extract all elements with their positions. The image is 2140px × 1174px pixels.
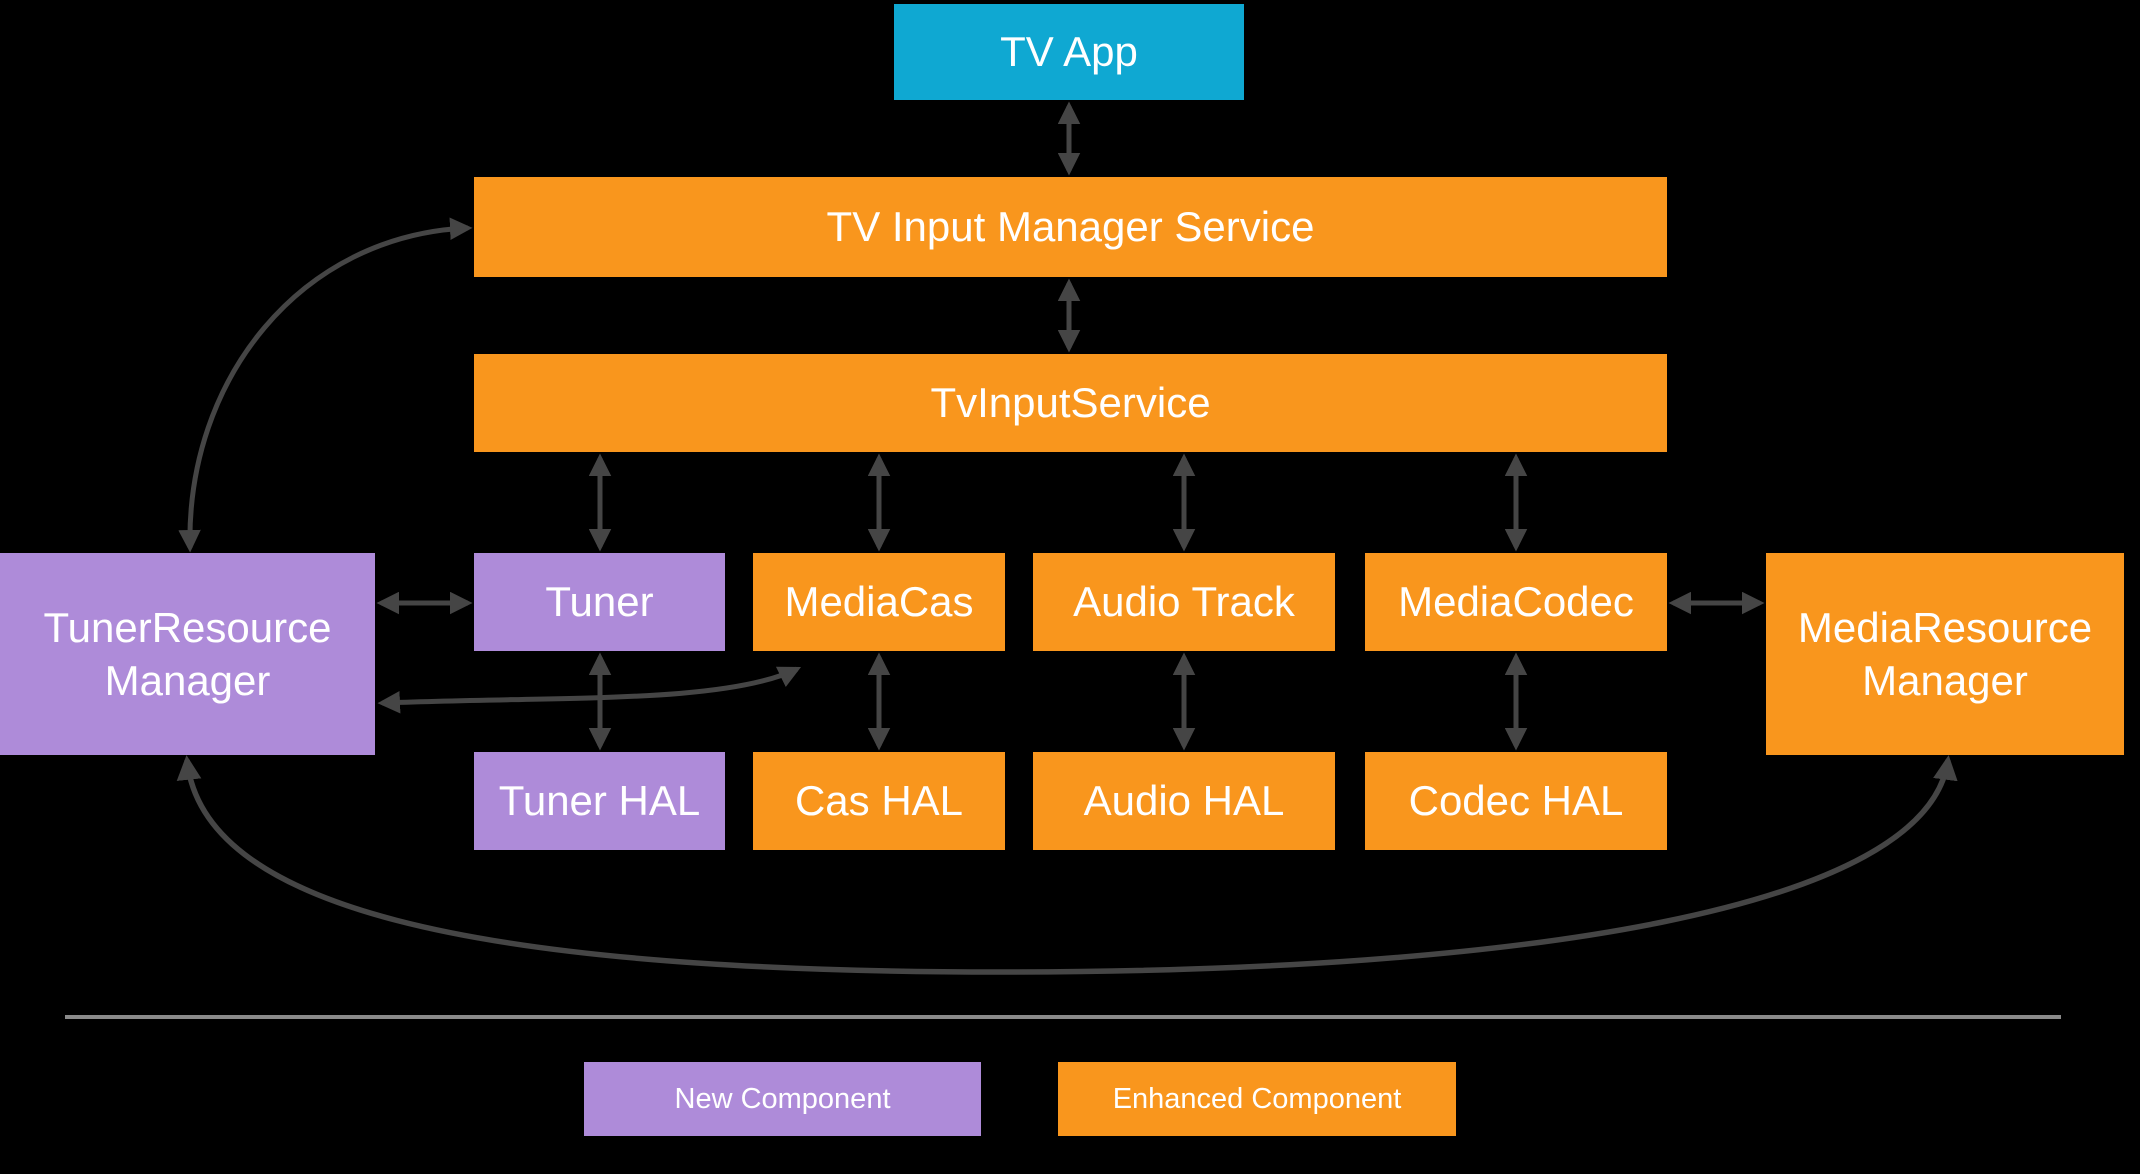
node-audio-hal: Audio HAL <box>1033 752 1335 850</box>
legend-enhanced-component: Enhanced Component <box>1058 1062 1456 1136</box>
node-tuner-resource-manager: TunerResource Manager <box>0 553 375 755</box>
node-label: Audio HAL <box>1083 777 1285 825</box>
node-tv-input-service: TvInputService <box>474 354 1667 452</box>
node-label: TV Input Manager Service <box>826 203 1315 251</box>
legend-label: Enhanced Component <box>1112 1082 1402 1115</box>
node-tv-app: TV App <box>894 4 1244 100</box>
node-label: TunerResource Manager <box>43 603 332 704</box>
node-label: MediaCodec <box>1398 578 1634 626</box>
node-media-resource-manager: MediaResource Manager <box>1766 553 2124 755</box>
legend-new-component: New Component <box>584 1062 981 1136</box>
node-label: TV App <box>1000 28 1138 76</box>
node-tuner: Tuner <box>474 553 725 651</box>
node-label: Tuner <box>545 578 654 626</box>
node-media-cas: MediaCas <box>753 553 1005 651</box>
arrow-trm-mrm-curve <box>176 755 1958 975</box>
node-label: Tuner HAL <box>498 777 701 825</box>
node-codec-hal: Codec HAL <box>1365 752 1667 850</box>
node-media-codec: MediaCodec <box>1365 553 1667 651</box>
node-tv-input-manager-service: TV Input Manager Service <box>474 177 1667 277</box>
node-label: TvInputService <box>930 379 1211 427</box>
node-label: Audio Track <box>1073 578 1295 626</box>
node-label: Codec HAL <box>1408 777 1624 825</box>
arrow-trm-tims-curve <box>178 217 473 553</box>
node-label: Cas HAL <box>794 777 964 825</box>
node-audio-track: Audio Track <box>1033 553 1335 651</box>
node-label: MediaCas <box>784 578 974 626</box>
node-cas-hal: Cas HAL <box>753 752 1005 850</box>
arrow-trm-mediacas-curve <box>377 666 802 714</box>
legend-label: New Component <box>674 1082 891 1115</box>
node-tuner-hal: Tuner HAL <box>474 752 725 850</box>
node-label: MediaResource Manager <box>1797 603 2093 704</box>
